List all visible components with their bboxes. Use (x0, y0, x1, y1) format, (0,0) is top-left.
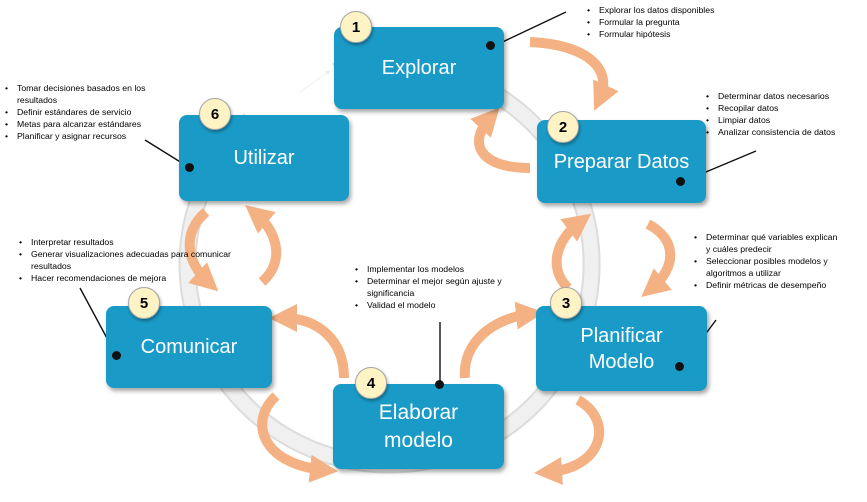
note-item: Seleccionar posibles modelos y algoritmo… (693, 255, 838, 279)
note-item: Definir métricas de desempeño (693, 279, 838, 291)
step-2-label: Preparar Datos (553, 150, 690, 173)
step-3-callout-dot (675, 362, 684, 371)
note-item: Determinar qué variables explican y cuál… (693, 231, 838, 255)
step-2-notes: Determinar datos necesarios Recopilar da… (705, 90, 865, 138)
step-6-callout-dot (185, 163, 194, 172)
note-item: Formular hipótesis (586, 28, 786, 40)
note-item: Analizar consistencia de datos (705, 126, 865, 138)
step-4-callout-dot (435, 380, 444, 389)
note-item: Metas para alcanzar estándares (4, 118, 174, 130)
step-1-badge: 1 (340, 11, 372, 43)
step-3-box: Planificar Modelo (536, 306, 707, 391)
step-6-label: Utilizar (233, 147, 295, 169)
step-5-box: Comunicar (106, 306, 272, 388)
step-5-notes: Interpretar resultados Generar visualiza… (18, 236, 233, 284)
step-4-notes: Implementar los modelos Determinar el me… (354, 263, 514, 311)
step-1-notes: Explorar los datos disponibles Formular … (586, 4, 786, 40)
arrow-4-to-3 (459, 301, 544, 379)
note-item: Limpiar datos (705, 114, 865, 126)
step-6-box: Utilizar (179, 115, 349, 201)
step-6-notes: Tomar decisiones basados en los resultad… (4, 82, 174, 142)
note-item: Definir estándares de servicio (4, 106, 174, 118)
note-item: Generar visualizaciones adecuadas para c… (18, 248, 233, 272)
step-3-badge: 3 (550, 287, 582, 319)
arrow-3-to-2 (551, 213, 592, 292)
arrow-5-to-4 (257, 392, 338, 483)
step-3-label: Planificar Modelo (580, 324, 663, 373)
note-item: Implementar los modelos (354, 263, 514, 275)
note-item: Hacer recomendaciones de mejora (18, 272, 233, 284)
step-5-callout-dot (112, 351, 121, 360)
arrow-4-to-5 (269, 304, 349, 379)
arrow-3-to-4 (534, 395, 605, 485)
arrow-5-to-6 (245, 205, 282, 286)
step-5-label: Comunicar (140, 336, 238, 358)
arrow-2-to-3 (641, 219, 676, 297)
note-item: Determinar el mejor según ajuste y signi… (354, 275, 514, 299)
ring-arrow-head (299, 72, 328, 93)
step-4-box: Elaborar modelo (333, 384, 504, 469)
step-1-box: Explorar (334, 27, 504, 109)
note-item: Recopilar datos (705, 102, 865, 114)
note-item: Interpretar resultados (18, 236, 233, 248)
note-item: Tomar decisiones basados en los resultad… (4, 82, 174, 106)
note-item: Planificar y asignar recursos (4, 130, 174, 142)
note-item: Formular la pregunta (586, 16, 786, 28)
arrow-2-to-1 (470, 107, 531, 173)
step-5-badge: 5 (128, 287, 160, 319)
step-1-label: Explorar (381, 57, 457, 79)
step-2-callout-dot (676, 177, 685, 186)
step-4-badge: 4 (355, 367, 387, 399)
note-item: Validad el modelo (354, 299, 514, 311)
step-1-callout-dot (486, 41, 495, 50)
arrow-1-to-2 (529, 37, 619, 111)
note-item: Explorar los datos disponibles (586, 4, 786, 16)
leader-1 (493, 11, 567, 47)
note-item: Determinar datos necesarios (705, 90, 865, 102)
step-4-label: Elaborar modelo (378, 401, 459, 452)
step-2-badge: 2 (547, 111, 579, 143)
step-6-badge: 6 (199, 98, 231, 130)
step-3-notes: Determinar qué variables explican y cuál… (693, 231, 838, 291)
